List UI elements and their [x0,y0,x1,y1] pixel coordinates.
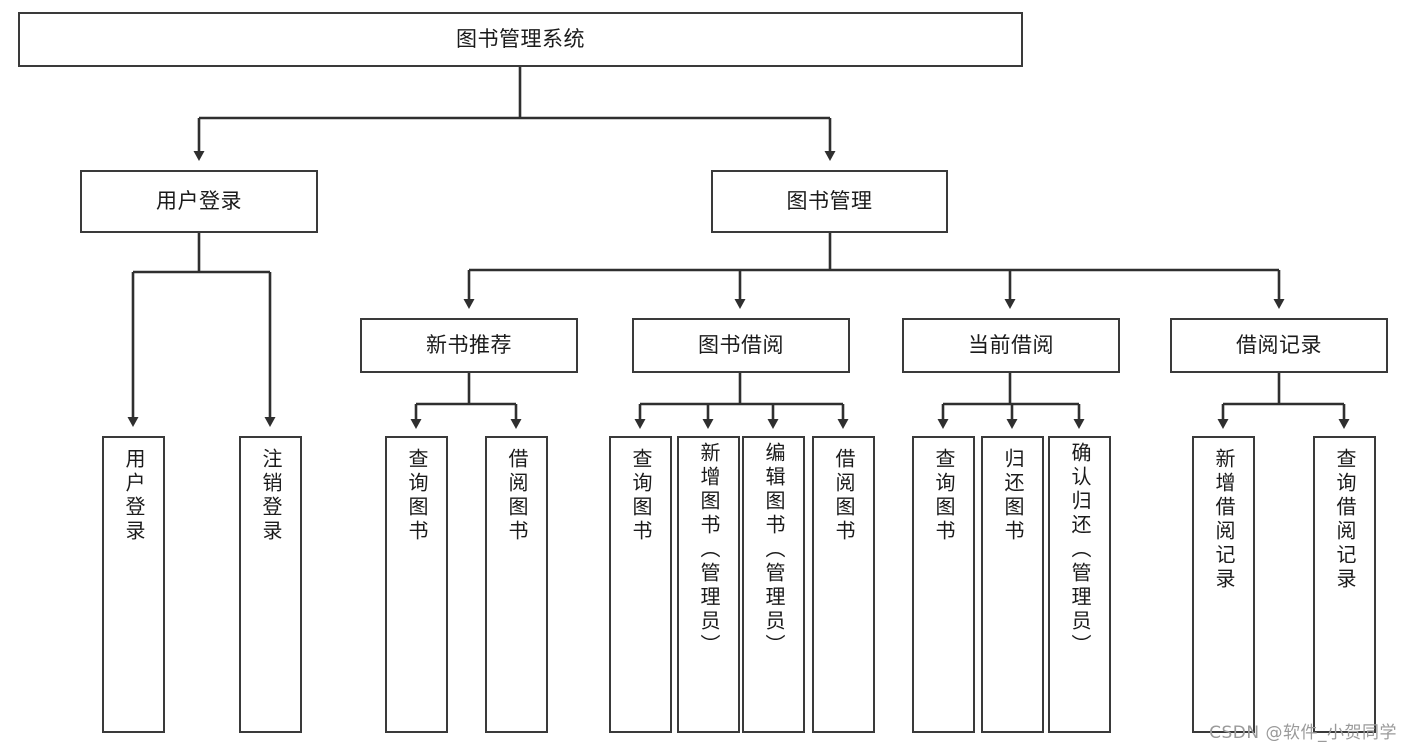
leaf-label: 新增图书（管理员） [697,442,721,658]
leaf-label: 新增借阅记录 [1212,448,1236,592]
leaf-label: 用户登录 [122,448,146,544]
node-current-borrow-label: 当前借阅 [968,332,1054,357]
leaf-label: 编辑图书（管理员） [762,442,786,658]
leaf-borrow-add-book-admin[interactable]: 新增图书（管理员） [677,436,740,733]
node-new-book-recommend-label: 新书推荐 [426,332,512,357]
leaf-user-login-signin[interactable]: 用户登录 [102,436,165,733]
leaf-new-book-borrow[interactable]: 借阅图书 [485,436,548,733]
leaf-label: 确认归还（管理员） [1068,442,1092,658]
node-current-borrow[interactable]: 当前借阅 [902,318,1120,373]
leaf-label: 注销登录 [259,448,283,544]
leaf-record-query-record[interactable]: 查询借阅记录 [1313,436,1376,733]
leaf-label: 查询图书 [932,448,956,544]
leaf-label: 借阅图书 [505,448,529,544]
leaf-label: 归还图书 [1001,448,1025,544]
node-user-login[interactable]: 用户登录 [80,170,318,233]
leaf-record-add-record[interactable]: 新增借阅记录 [1192,436,1255,733]
watermark: CSDN @软件_小贺同学 [1209,723,1397,743]
leaf-borrow-borrow-book[interactable]: 借阅图书 [812,436,875,733]
leaf-current-confirm-return-admin[interactable]: 确认归还（管理员） [1048,436,1111,733]
node-book-management-label: 图书管理 [786,188,873,213]
leaf-current-return-book[interactable]: 归还图书 [981,436,1044,733]
leaf-current-query-book[interactable]: 查询图书 [912,436,975,733]
leaf-label: 查询图书 [405,448,429,544]
leaf-label: 查询图书 [629,448,653,544]
node-book-borrow-label: 图书借阅 [698,332,784,357]
node-user-login-label: 用户登录 [156,188,242,213]
node-book-borrow[interactable]: 图书借阅 [632,318,850,373]
node-root[interactable]: 图书管理系统 [18,12,1023,67]
node-book-management[interactable]: 图书管理 [711,170,948,233]
leaf-new-book-query[interactable]: 查询图书 [385,436,448,733]
leaf-user-login-signout[interactable]: 注销登录 [239,436,302,733]
leaf-borrow-edit-book-admin[interactable]: 编辑图书（管理员） [742,436,805,733]
leaf-borrow-query-book[interactable]: 查询图书 [609,436,672,733]
leaf-label: 查询借阅记录 [1333,448,1357,592]
node-new-book-recommend[interactable]: 新书推荐 [360,318,578,373]
node-borrow-record-label: 借阅记录 [1236,332,1322,357]
node-borrow-record[interactable]: 借阅记录 [1170,318,1388,373]
leaf-label: 借阅图书 [832,448,856,544]
node-root-label: 图书管理系统 [456,26,585,51]
